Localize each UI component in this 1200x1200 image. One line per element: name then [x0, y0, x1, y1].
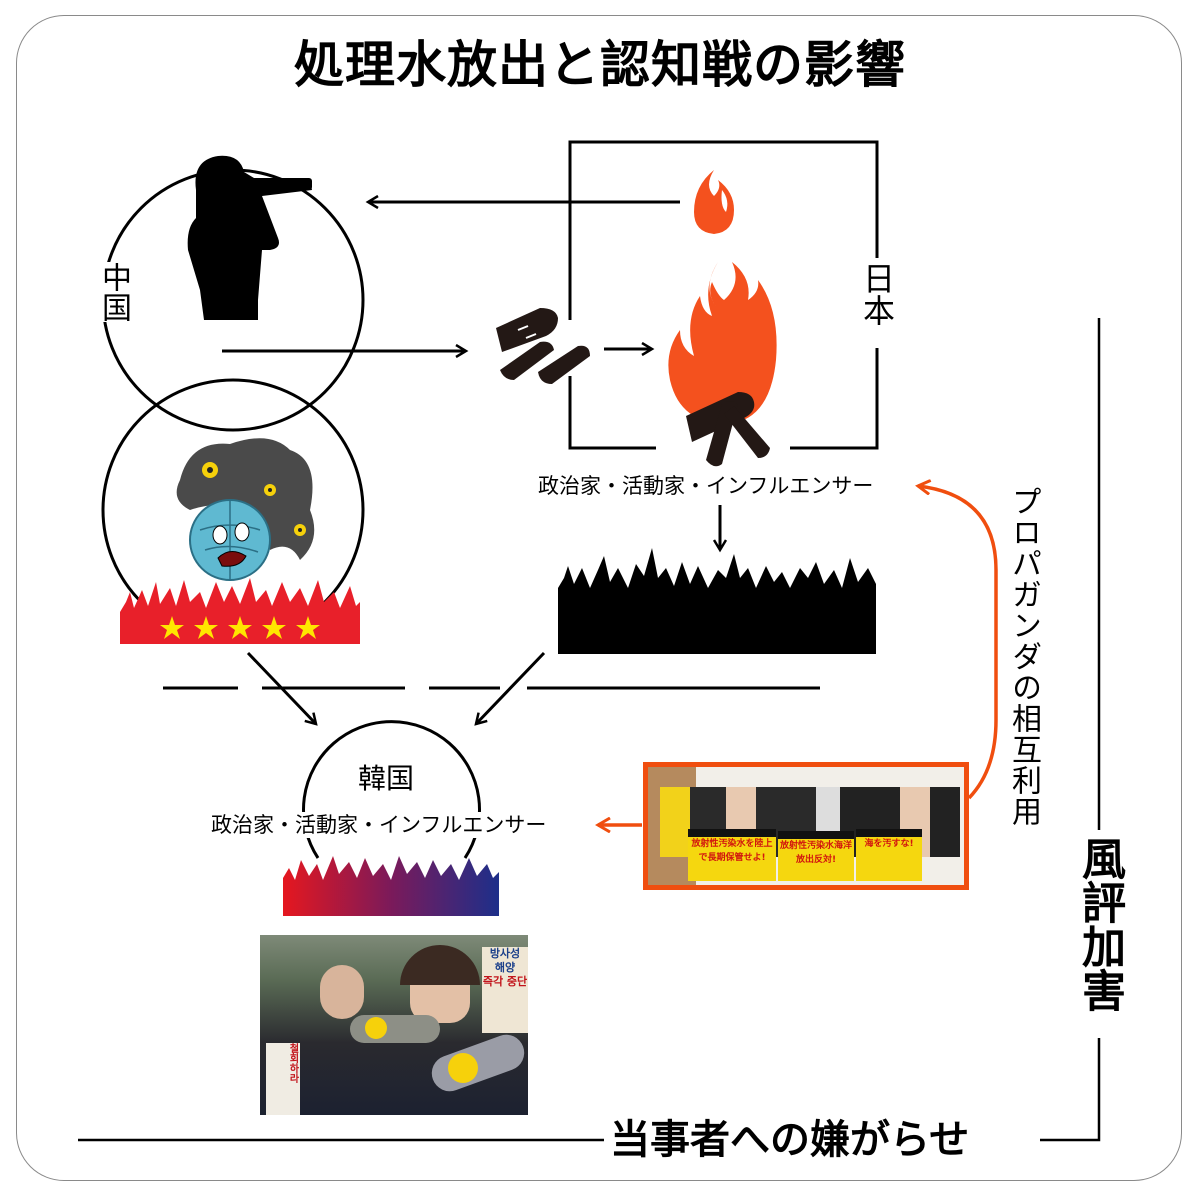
korea-crowd-icon: [283, 856, 499, 916]
diagram-frame: [16, 15, 1182, 1181]
reputation-damage-label: 風評加害: [1074, 836, 1125, 1012]
protest-sign-left: 철회하라: [266, 1043, 300, 1115]
protest-photo: 방사성 해양 즉각 중단 철회하라: [260, 935, 528, 1115]
banner-3: 海を汚すな!: [856, 829, 922, 881]
japan-label: 日本: [858, 262, 896, 326]
china-label: 中国: [96, 262, 131, 322]
harassment-label: 当事者への嫌がらせ: [610, 1116, 970, 1164]
korea-group-photo: 放射性汚染水を陸上で長期保管せよ! 放射性汚染水海洋放出反対! 海を汚すな!: [643, 762, 969, 890]
korea-label: 韓国: [358, 762, 415, 795]
korea-circle: [302, 720, 481, 859]
china-crowd-icon: [120, 578, 360, 644]
polluted-earth-cartoon-icon: [176, 438, 315, 581]
arrow-propaganda-to-japan: [918, 486, 998, 800]
protest-sign: 방사성 해양 즉각 중단: [482, 947, 528, 1033]
propaganda-label: プロパガンダの相互利用: [1006, 486, 1041, 827]
cheering-crowd-icon: [558, 548, 876, 654]
banner-2: 放射性汚染水海洋放出反対!: [778, 831, 854, 881]
japan-box: [568, 140, 879, 450]
bonfire-icon: [668, 262, 777, 467]
spy-telescope-silhouette-icon: [187, 155, 312, 320]
arrow-china-to-korea: [246, 651, 316, 724]
diagram-title: 処理水放出と認知戦の影響: [294, 36, 906, 94]
firewood-logs-icon: [496, 308, 590, 384]
star-row: [160, 616, 320, 639]
japan-actors-label: 政治家・活動家・インフルエンサー: [538, 473, 874, 499]
arrow-japan-crowd-to-korea: [476, 651, 546, 724]
banner-1: 放射性汚染水を陸上で長期保管せよ!: [688, 829, 776, 881]
flame-icon: [694, 170, 734, 234]
korea-actors-label: 政治家・活動家・インフルエンサー: [211, 812, 547, 838]
